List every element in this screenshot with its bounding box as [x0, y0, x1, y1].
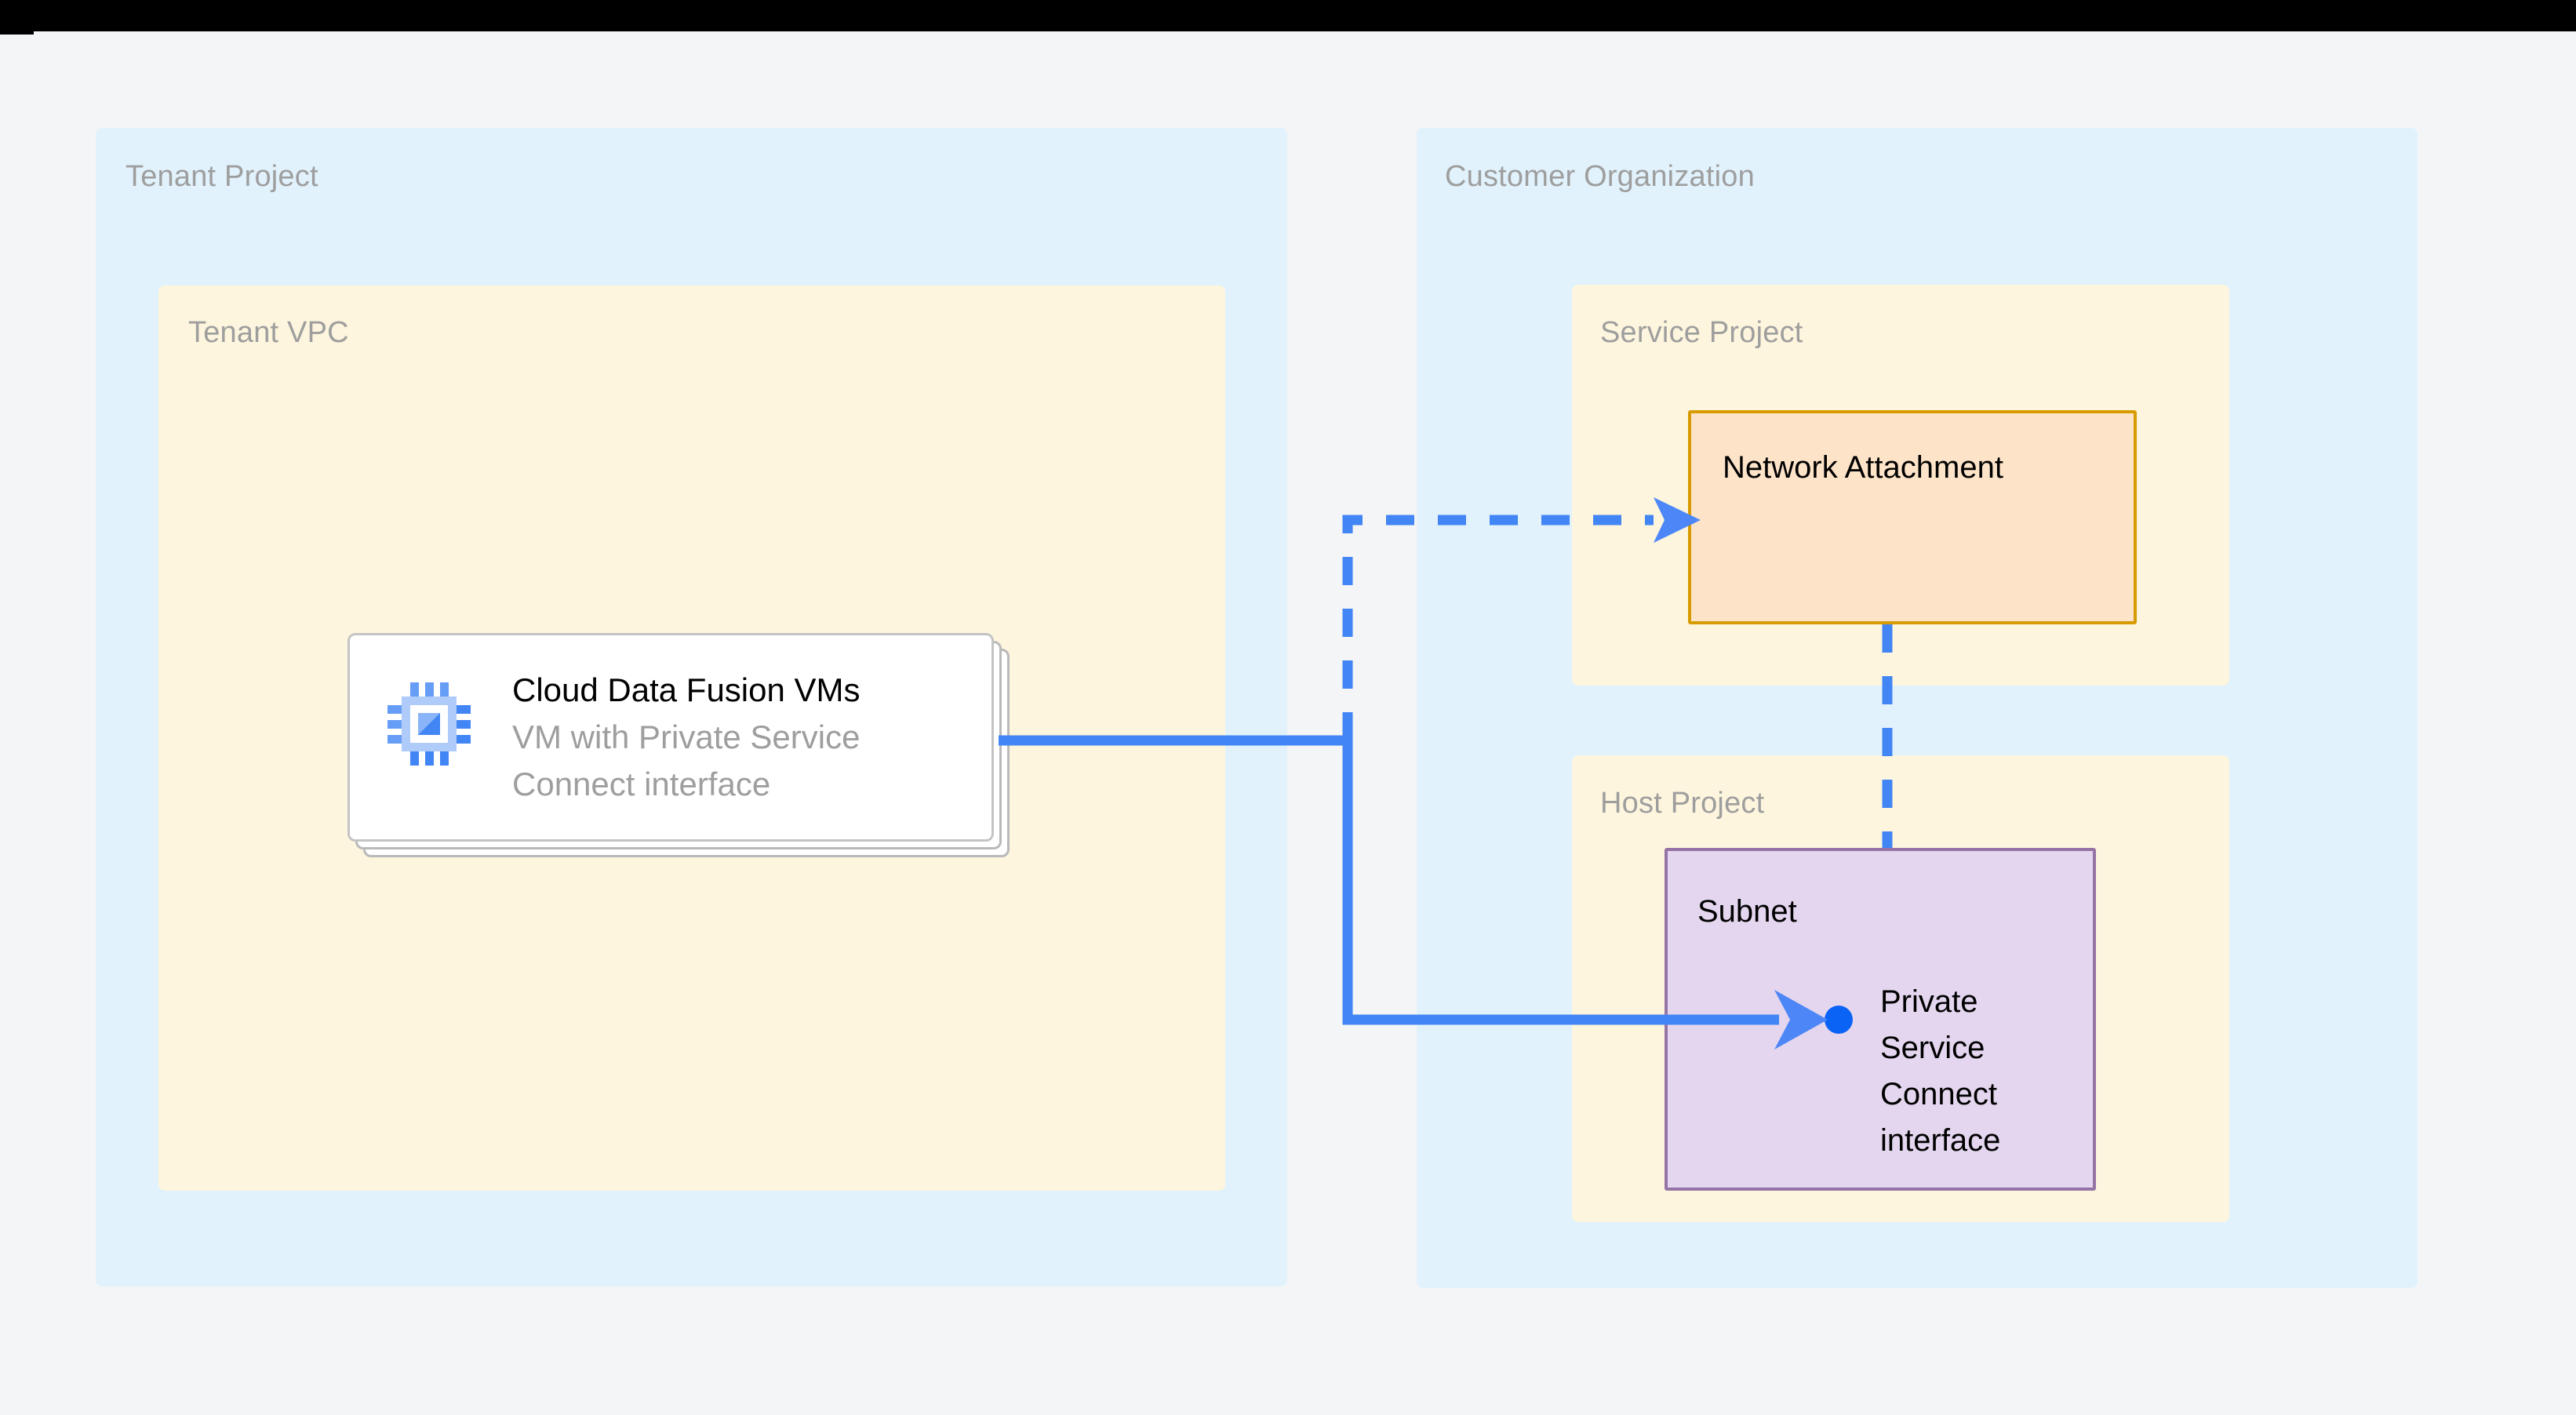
vm-card-text: Cloud Data Fusion VMs VM with Private Se… — [512, 667, 967, 808]
zone-label-tenant-project: Tenant Project — [126, 160, 318, 193]
zone-label-tenant-vpc: Tenant VPC — [188, 316, 349, 349]
network-attachment-label: Network Attachment — [1723, 450, 2003, 485]
vm-card-subtitle: VM with Private Service Connect interfac… — [512, 718, 860, 802]
chrome-bar-notch — [0, 0, 34, 35]
node-subnet[interactable]: Subnet Private Service Connect interface — [1665, 848, 2096, 1191]
subnet-label: Subnet — [1697, 894, 1797, 929]
zone-label-service-project: Service Project — [1600, 316, 1803, 349]
window-chrome-bar — [0, 0, 2576, 35]
vm-card-title: Cloud Data Fusion VMs — [512, 671, 860, 708]
zone-label-customer-organization: Customer Organization — [1445, 160, 1755, 193]
psc-interface-label: Private Service Connect interface — [1880, 984, 2001, 1158]
node-cloud-data-fusion-vms[interactable]: Cloud Data Fusion VMs VM with Private Se… — [347, 633, 994, 842]
node-network-attachment[interactable]: Network Attachment — [1688, 410, 2137, 624]
cpu-chip-icon — [387, 682, 471, 766]
psc-endpoint-dot — [1825, 1006, 1853, 1034]
zone-label-host-project: Host Project — [1600, 787, 1765, 820]
